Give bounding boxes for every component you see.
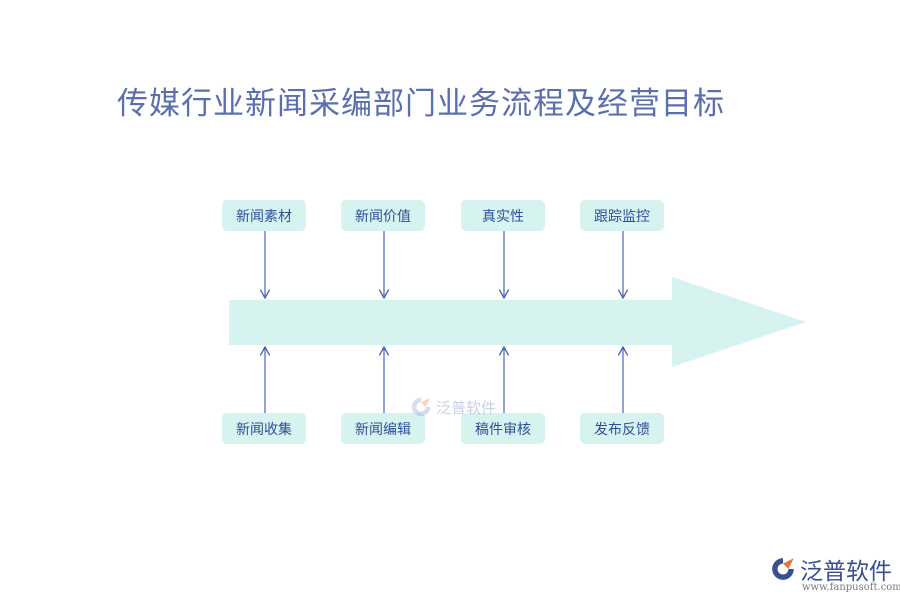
logo-swirl-icon bbox=[411, 397, 431, 417]
node-bottom-1: 新闻收集 bbox=[222, 413, 306, 444]
node-top-1: 新闻素材 bbox=[222, 200, 306, 231]
watermark-text: 泛普软件 bbox=[436, 398, 497, 417]
watermark: 泛普软件 bbox=[410, 396, 496, 418]
node-bottom-2: 新闻编辑 bbox=[341, 413, 425, 444]
connectors bbox=[265, 231, 623, 413]
node-bottom-4: 发布反馈 bbox=[580, 413, 664, 444]
brand-site: www.fanpusoft.com bbox=[802, 582, 900, 593]
brand-name: 泛普软件 bbox=[800, 559, 892, 585]
node-top-2: 新闻价值 bbox=[341, 200, 425, 231]
main-arrow bbox=[229, 277, 806, 367]
page-title: 传媒行业新闻采编部门业务流程及经营目标 bbox=[117, 86, 725, 122]
node-top-3: 真实性 bbox=[461, 200, 545, 231]
node-bottom-3: 稿件审核 bbox=[461, 413, 545, 444]
node-top-4: 跟踪监控 bbox=[580, 200, 664, 231]
brand-logo: 泛普软件 bbox=[770, 552, 892, 586]
logo-swirl-icon bbox=[772, 558, 794, 580]
